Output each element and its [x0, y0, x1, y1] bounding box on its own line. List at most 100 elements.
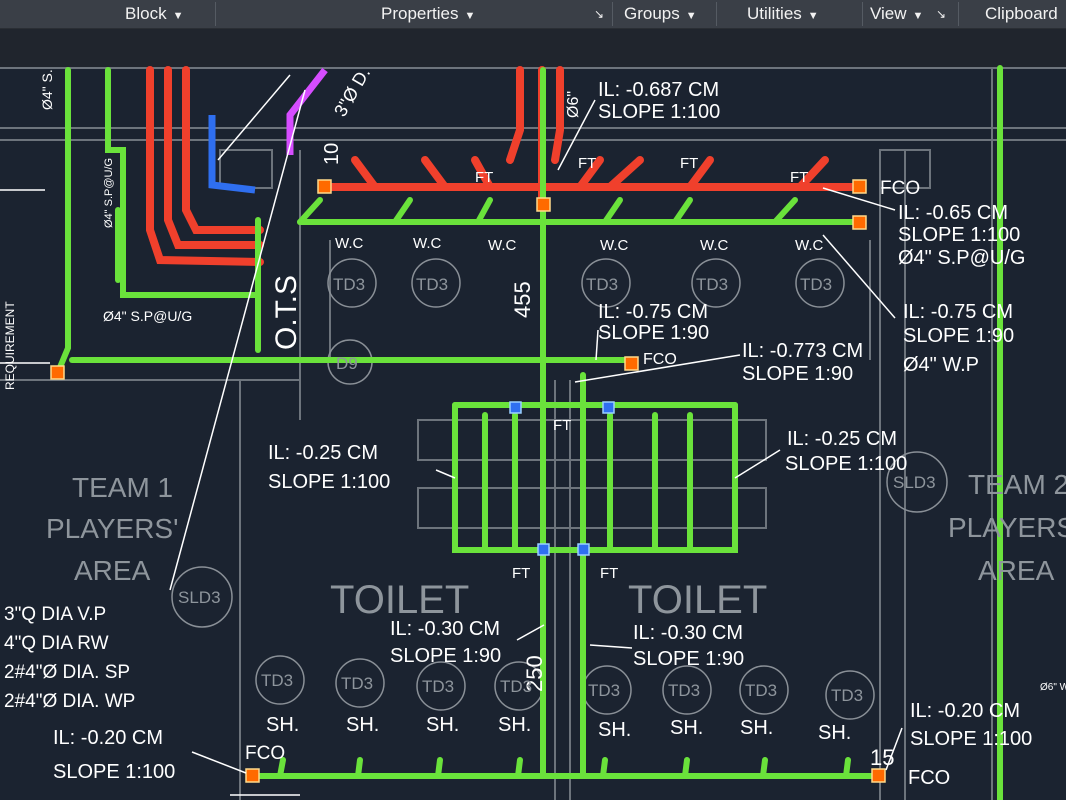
toilet-right-label: TOILET — [628, 578, 767, 622]
legend-rw-label: 4"Q DIA RW — [4, 633, 109, 654]
utilities-panel-button[interactable]: Utilities▼ — [747, 0, 819, 28]
td3-13: TD3 — [831, 686, 863, 705]
block-panel-button[interactable]: Block▼ — [125, 0, 183, 28]
td3-10: TD3 — [588, 681, 620, 700]
sld3-left: SLD3 — [178, 588, 221, 607]
groups-label: Groups — [624, 4, 680, 23]
ft-top-right-label: FT — [680, 155, 698, 172]
chevron-down-icon: ▼ — [685, 10, 697, 22]
ots-label: O.T.S — [270, 275, 303, 350]
td3-12: TD3 — [745, 681, 777, 700]
dim-455-label: 455 — [510, 281, 535, 318]
wc-3-label: W.C — [488, 237, 516, 254]
view-panel-button[interactable]: View▼ — [870, 0, 923, 28]
ribbon-underlay — [0, 29, 1066, 67]
fco-top-right-label: FCO — [880, 178, 920, 199]
wp-right-label: Ø4" W.P — [903, 354, 979, 376]
td3-4: TD3 — [696, 275, 728, 294]
properties-dialog-launcher[interactable]: ↘ — [594, 0, 604, 28]
view-dialog-launcher[interactable]: ↘ — [936, 0, 946, 28]
fco-bottom-right-label: FCO — [908, 767, 950, 789]
properties-label: Properties — [381, 4, 459, 23]
sh-3: SH. — [426, 714, 459, 736]
room-labels: TEAM 1 PLAYERS' AREA TEAM 2 PLAYERS' ARE… — [46, 275, 1066, 744]
wc-6-label: W.C — [795, 237, 823, 254]
d4s-label: Ø4" S. — [39, 69, 55, 110]
green-pipes — [55, 65, 1003, 800]
properties-panel-button[interactable]: Properties▼ — [381, 0, 475, 28]
chevron-down-icon: ▼ — [172, 10, 184, 22]
dim-15-label: 15 — [870, 745, 894, 770]
td3-11: TD3 — [668, 681, 700, 700]
panel-separator — [862, 2, 863, 26]
sh-7: SH. — [740, 717, 773, 739]
td3-3: TD3 — [586, 275, 618, 294]
slope-90-773-label: SLOPE 1:90 — [742, 363, 853, 385]
legend-sp-label: 2#4"Ø DIA. SP — [4, 662, 130, 683]
sh-8: SH. — [818, 722, 851, 744]
utilities-label: Utilities — [747, 4, 802, 23]
td3-5: TD3 — [800, 275, 832, 294]
il-687-label: IL: -0.687 CM — [598, 79, 719, 101]
il-773-label: IL: -0.773 CM — [742, 340, 863, 362]
panel-separator — [215, 2, 216, 26]
groups-panel-button[interactable]: Groups ▼ — [624, 0, 697, 28]
il-20-left-label: IL: -0.20 CM — [53, 727, 163, 749]
sh-1: SH. — [266, 714, 299, 736]
view-label: View — [870, 4, 907, 23]
il-75-right-label: IL: -0.75 CM — [903, 301, 1013, 323]
ribbon-panel-bar: Block▼ Properties▼ ↘ Groups▼ Utilities▼ … — [0, 0, 1066, 29]
slope-100-top-label: SLOPE 1:100 — [598, 101, 720, 123]
dialog-launcher-icon: ↘ — [936, 7, 947, 21]
dialog-launcher-icon: ↘ — [594, 7, 605, 21]
il-30-right-label: IL: -0.30 CM — [633, 622, 743, 644]
td3-8: TD3 — [422, 677, 454, 696]
ft-top-left-label: FT — [475, 169, 493, 186]
td3-7: TD3 — [341, 674, 373, 693]
toilet-left-label: TOILET — [330, 578, 469, 622]
ft-lower-left-label: FT — [512, 565, 530, 582]
panel-separator — [612, 2, 613, 26]
ft-top-far-right-label: FT — [790, 169, 808, 186]
sp-ug-right-label: Ø4" S.P@U/G — [898, 247, 1025, 269]
fixture-circles — [171, 258, 948, 720]
il-65-label: IL: -0.65 CM — [898, 202, 1008, 224]
slope-90-mid-label: SLOPE 1:90 — [598, 322, 709, 344]
structure-lines — [0, 67, 1066, 800]
sp-ug-vertical-label: Ø4" S.P@U/G — [103, 158, 115, 228]
team1-line2: PLAYERS' — [46, 513, 178, 544]
d3-top-label: 3"Ø D. — [330, 64, 374, 120]
clipboard-panel-button[interactable]: Clipboard — [985, 0, 1058, 28]
team1-line3: AREA — [74, 555, 151, 586]
fco-mid-label: FCO — [643, 351, 677, 368]
d6-right-label: Ø6" W — [1040, 682, 1066, 693]
fitting-markers — [50, 179, 886, 783]
slope-100-right-mid-label: SLOPE 1:100 — [785, 453, 907, 475]
sp-ug-left-label: Ø4" S.P@U/G — [103, 308, 192, 324]
td3-1: TD3 — [333, 275, 365, 294]
d9-label: D9 — [336, 354, 358, 373]
slope-100-right-label: SLOPE 1:100 — [898, 224, 1020, 246]
ft-center-label: FT — [553, 417, 571, 434]
il-20-right-label: IL: -0.20 CM — [910, 700, 1020, 722]
sh-5: SH. — [598, 719, 631, 741]
dim-250-label: 250 — [522, 655, 547, 692]
requirement-label: REQUIREMENT — [3, 301, 17, 390]
legend-vp-label: 3"Q DIA V.P — [4, 604, 106, 625]
dim-10-label: 10 — [321, 143, 343, 165]
slope-90-right-label: SLOPE 1:90 — [903, 325, 1014, 347]
wc-1-label: W.C — [335, 235, 363, 252]
fco-bottom-left-label: FCO — [245, 743, 285, 764]
slope-90-left-low-label: SLOPE 1:90 — [390, 645, 501, 667]
slope-90-right-low-label: SLOPE 1:90 — [633, 648, 744, 670]
d6-top-label: Ø6" — [565, 91, 582, 118]
slope-100-left-mid-label: SLOPE 1:100 — [268, 471, 390, 493]
wc-2-label: W.C — [413, 235, 441, 252]
il-30-left-label: IL: -0.30 CM — [390, 618, 500, 640]
clipboard-label: Clipboard — [985, 4, 1058, 23]
leader-lines — [0, 74, 903, 796]
sld3-right: SLD3 — [893, 473, 936, 492]
wc-5-label: W.C — [700, 237, 728, 254]
team2-line2: PLAYERS' — [948, 512, 1066, 543]
